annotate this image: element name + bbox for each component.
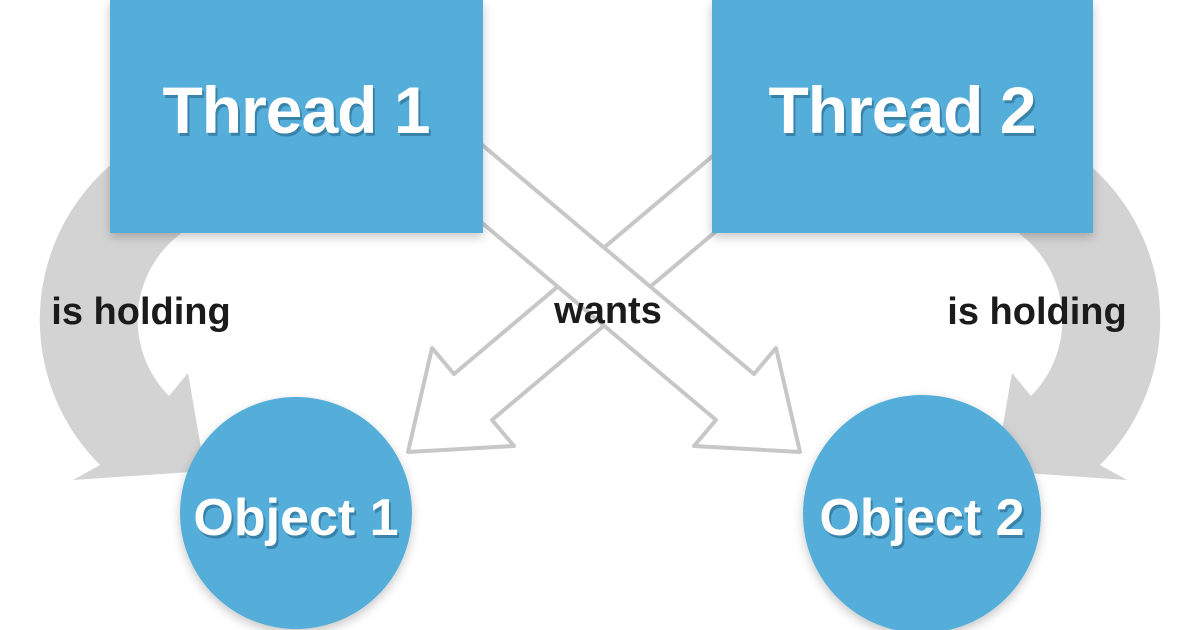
object1-label: Object 1 (193, 489, 398, 547)
object2-label: Object 2 (819, 489, 1024, 547)
wants-label: wants (553, 290, 662, 332)
is-holding-right-label: is holding (947, 291, 1126, 333)
thread1-box (110, 0, 483, 233)
thread2-label: Thread 2 (768, 73, 1035, 147)
object2-circle (803, 395, 1041, 630)
object1-circle (180, 397, 412, 629)
thread2-box (712, 0, 1093, 233)
thread1-label: Thread 1 (162, 73, 429, 147)
is-holding-left-label: is holding (51, 291, 230, 333)
